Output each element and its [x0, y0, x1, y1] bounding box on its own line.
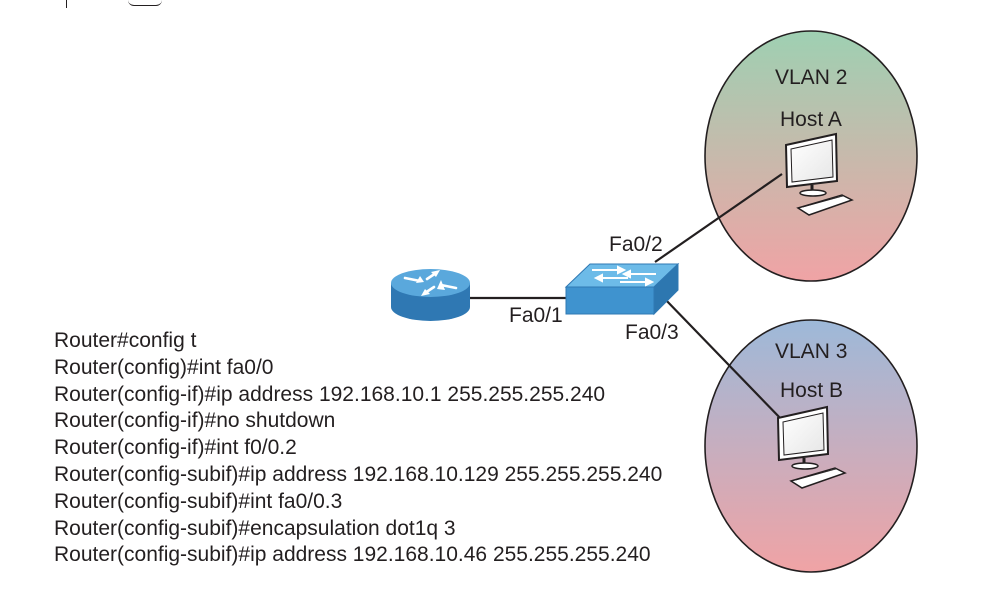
port-fa0-2-label: Fa0/2 — [609, 233, 663, 256]
config-line: Router(config-subif)#int fa0/0.3 — [54, 489, 343, 513]
port-fa0-3-label: Fa0/3 — [625, 321, 679, 344]
config-line: Router#config t — [54, 329, 197, 352]
config-line: Router(config-if)#no shutdown — [54, 409, 336, 433]
router-icon[interactable] — [391, 269, 470, 321]
host-a-label: Host A — [780, 108, 842, 131]
host-b-computer-icon[interactable] — [776, 405, 847, 489]
vlan2-label: VLAN 2 — [775, 66, 847, 89]
switch-icon[interactable] — [564, 262, 680, 316]
host-b-label: Host B — [780, 379, 843, 402]
link-switch-host-a — [654, 173, 783, 263]
page-fragment-mark — [66, 0, 67, 8]
router-config-listing: Router#config t Router(config)#int fa0/0… — [54, 328, 662, 569]
config-line: Router(config-subif)#ip address 192.168.… — [54, 462, 663, 486]
config-line: Router(config)#int fa0/0 — [54, 355, 274, 379]
config-line: Router(config-subif)#encapsulation dot1q… — [54, 516, 456, 540]
config-line: Router(config-if)#ip address 192.168.10.… — [54, 382, 606, 406]
page-fragment-mark — [128, 0, 162, 6]
port-fa0-1-label: Fa0/1 — [509, 304, 563, 327]
config-line: Router(config-subif)#ip address 192.168.… — [54, 543, 651, 567]
vlan3-label: VLAN 3 — [775, 340, 847, 363]
link-switch-host-b — [662, 296, 785, 423]
host-a-computer-icon[interactable] — [784, 132, 854, 216]
config-line: Router(config-if)#int f0/0.2 — [54, 436, 297, 460]
